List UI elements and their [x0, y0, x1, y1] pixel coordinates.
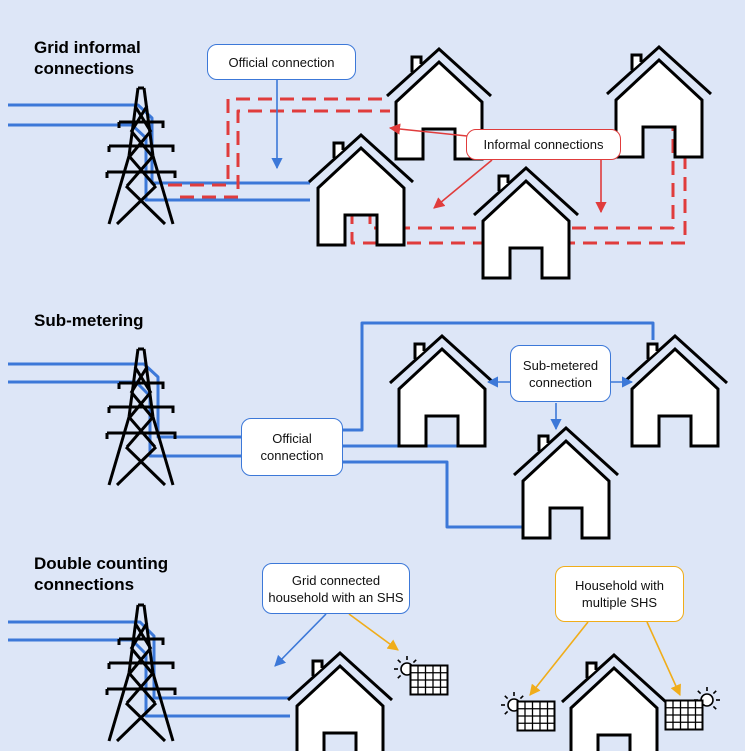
submetering-arrows — [486, 376, 634, 431]
informal-title-line1: Grid informal — [34, 38, 141, 57]
house-icon — [286, 651, 394, 751]
house-icon — [605, 45, 713, 159]
pylon-icon — [105, 347, 177, 487]
informal-grid-lines — [8, 103, 310, 202]
double-section-art — [8, 603, 721, 751]
grid-connected-shs-callout: Grid connected household with an SHS — [262, 563, 410, 614]
informal-section-title: Grid informal connections — [34, 37, 141, 79]
solar-panel-icon — [516, 700, 556, 732]
informal-connections-callout: Informal connections — [466, 129, 621, 160]
house-icon — [512, 426, 620, 540]
multiple-shs-callout: Household with multiple SHS — [555, 566, 684, 622]
pylon-icon — [105, 603, 177, 743]
informal-section-art — [8, 45, 713, 280]
submetered-connection-callout: Sub-metered connection — [510, 345, 611, 402]
official-connection-callout-submetering: Official connection — [241, 418, 343, 476]
solar-panel-icon — [664, 699, 704, 731]
double-title-line2: connections — [34, 575, 135, 594]
informal-arrows — [271, 80, 607, 214]
house-icon — [472, 166, 580, 280]
informal-title-line2: connections — [34, 59, 135, 78]
double-title-line1: Double counting — [34, 554, 169, 573]
house-icon — [621, 334, 729, 448]
house-icon — [560, 653, 668, 751]
official-connection-callout: Official connection — [207, 44, 356, 80]
double-section-title: Double counting connections — [34, 553, 168, 595]
submetering-section-art — [8, 321, 729, 540]
double-arrows — [274, 613, 681, 697]
house-icon — [388, 334, 496, 448]
solar-panel-icon — [409, 664, 449, 696]
submetering-section-title: Sub-metering — [34, 311, 144, 330]
